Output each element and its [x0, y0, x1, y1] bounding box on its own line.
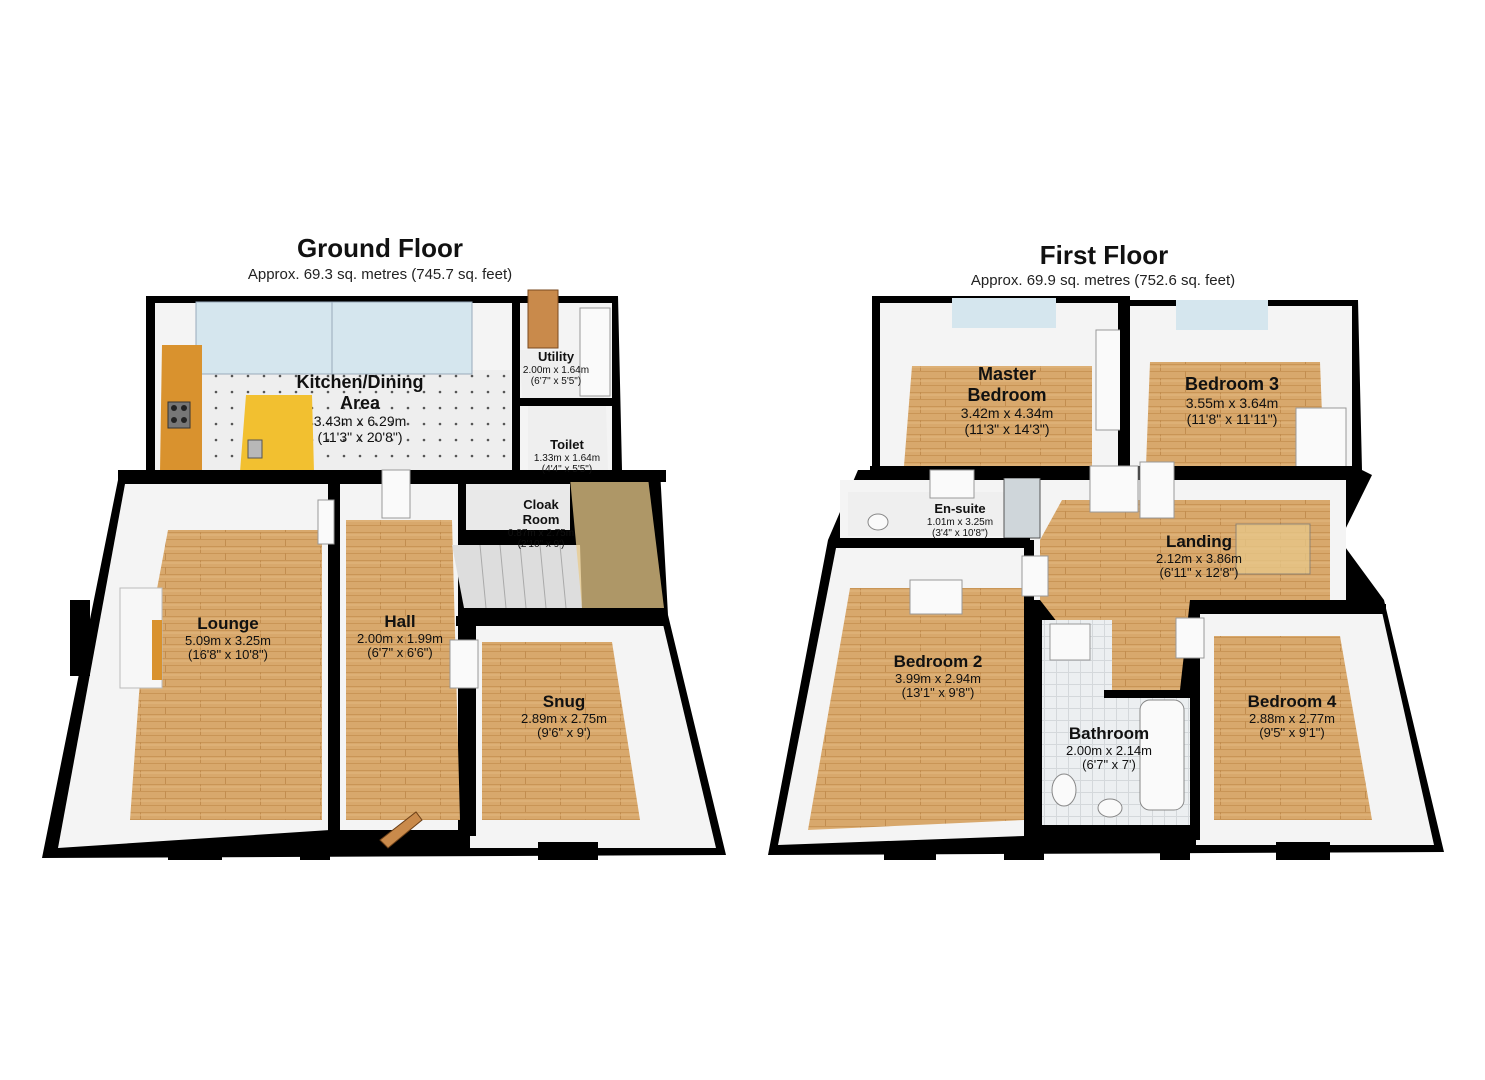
room-label-bathroom: Bathroom 2.00m x 2.14m (6'7" x 7') [1054, 724, 1164, 773]
room-name: Snug [542, 692, 586, 711]
room-metric: 1.01m x 3.25m [926, 516, 994, 528]
room-metric: 2.88m x 2.77m [1249, 710, 1335, 726]
room-name: Bedroom 4 [1247, 692, 1337, 711]
room-label-toilet: Toilet 1.33m x 1.64m (4'4" x 5'5") [522, 437, 612, 476]
room-metric: 0.87m x 2.75m [507, 527, 575, 539]
ground-floor-plan [42, 289, 726, 860]
lounge-floor [130, 530, 322, 820]
kitchen-patio-window-2 [331, 301, 473, 375]
snug-floor [482, 642, 640, 820]
cloak-room-floor [466, 484, 570, 530]
room-label-master-bedroom: Master Bedroom 3.42m x 4.34m (11'3" x 14… [932, 364, 1082, 438]
room-name: Master [977, 364, 1037, 384]
room-label-snug: Snug 2.89m x 2.75m (9'6" x 9') [494, 692, 634, 741]
first-floor-plan [768, 296, 1444, 860]
room-imperial: (6'11" x 12'8") [1159, 565, 1239, 581]
room-imperial: (13'1" x 9'8") [901, 685, 975, 701]
bedroom3-window [1176, 300, 1268, 330]
room-imperial: (4'4" x 5'5") [541, 464, 593, 476]
kitchen-patio-window-1 [195, 301, 333, 375]
room-imperial: (11'3" x 14'3") [964, 421, 1050, 438]
room-metric: 2.00m x 1.99m [357, 630, 443, 646]
first-floor-title: First Floor [1039, 240, 1169, 270]
room-imperial: (9'6" x 9') [537, 725, 591, 741]
hob-icon [167, 401, 191, 429]
room-label-hall: Hall 2.00m x 1.99m (6'7" x 6'6") [330, 612, 470, 661]
room-imperial: (9'5" x 9'1") [1259, 725, 1325, 741]
room-label-kitchen: Kitchen/Dining Area 3.43m x 6.29m (11'3"… [270, 372, 450, 446]
room-name: Bedroom [967, 384, 1047, 405]
room-imperial: (16'8" x 10'8") [188, 647, 268, 663]
room-metric: 3.99m x 2.94m [895, 670, 981, 686]
room-metric: 2.00m x 1.64m [522, 364, 590, 376]
room-name: Cloak [523, 497, 559, 512]
room-imperial: (6'7" x 5'5") [530, 376, 582, 388]
room-name: Utility [537, 349, 575, 364]
room-metric: 2.00m x 2.14m [1066, 742, 1152, 758]
room-metric: 3.55m x 3.64m [1185, 394, 1279, 411]
room-label-lounge: Lounge 5.09m x 3.25m (16'8" x 10'8") [158, 614, 298, 663]
front-door [379, 811, 423, 849]
room-metric: 5.09m x 3.25m [185, 632, 271, 648]
room-imperial: (11'3" x 20'8") [317, 429, 403, 446]
bedroom2-floor [808, 588, 1024, 830]
toilet-icon [1051, 773, 1077, 807]
bedroom4-floor [1214, 636, 1372, 820]
bathtub [1139, 699, 1185, 811]
master-window [952, 298, 1056, 328]
room-name: Landing [1165, 532, 1233, 551]
shower [1003, 477, 1041, 539]
room-name: Lounge [197, 614, 259, 633]
ground-floor-title: Ground Floor [296, 233, 464, 263]
room-label-bedroom-2: Bedroom 2 3.99m x 2.94m (13'1" x 9'8") [868, 652, 1008, 701]
en-suite-toilet-icon [867, 513, 889, 531]
master-bedroom-floor [904, 366, 1092, 466]
room-imperial: (11'8" x 11'11") [1186, 410, 1278, 427]
first-floor-area: Approx. 69.9 sq. metres (752.6 sq. feet) [970, 272, 1236, 289]
room-name: Bathroom [1068, 724, 1150, 743]
room-label-bedroom-4: Bedroom 4 2.88m x 2.77m (9'5" x 9'1") [1222, 692, 1362, 741]
room-name: Bedroom 3 [1184, 374, 1280, 394]
room-label-bedroom-3: Bedroom 3 3.55m x 3.64m (11'8" x 11'11") [1152, 374, 1312, 427]
room-name: En-suite [934, 501, 986, 516]
room-metric: 1.33m x 1.64m [533, 452, 601, 464]
toilet-floor [528, 406, 608, 470]
room-label-utility: Utility 2.00m x 1.64m (6'7" x 5'5") [510, 349, 602, 388]
room-imperial: (6'7" x 6'6") [367, 645, 433, 661]
room-imperial: (2'10" x 9') [517, 539, 565, 551]
room-metric: 2.12m x 3.86m [1156, 550, 1242, 566]
room-metric: 3.43m x 6.29m [313, 413, 407, 430]
room-name: Kitchen/Dining [296, 372, 424, 392]
chimney-breast [70, 600, 90, 676]
master-wardrobe [1095, 329, 1123, 431]
room-imperial: (3'4" x 10'8") [932, 528, 988, 540]
room-label-landing: Landing 2.12m x 3.86m (6'11" x 12'8") [1126, 532, 1272, 581]
room-imperial: (6'7" x 7') [1082, 757, 1136, 773]
room-metric: 2.89m x 2.75m [521, 710, 607, 726]
room-name: Area [339, 392, 381, 413]
utility-cupboard [579, 307, 611, 397]
landing-stairwell [1235, 523, 1311, 575]
room-name: Room [522, 511, 560, 527]
bedroom3-floor [1146, 362, 1324, 466]
sink-icon [247, 439, 263, 459]
bedroom3-wardrobe [1295, 407, 1347, 469]
stairwell-void [570, 478, 664, 608]
room-name: Toilet [550, 437, 584, 452]
ground-floor-area: Approx. 69.3 sq. metres (745.7 sq. feet) [247, 266, 513, 283]
hall-floor [346, 520, 460, 820]
room-label-en-suite: En-suite 1.01m x 3.25m (3'4" x 10'8") [900, 501, 1020, 540]
room-metric: 3.42m x 4.34m [960, 405, 1054, 422]
basin-icon [1097, 798, 1123, 818]
room-name: Bedroom 2 [893, 652, 983, 671]
room-label-cloak-room: Cloak Room 0.87m x 2.75m (2'10" x 9') [496, 497, 586, 551]
room-name: Hall [384, 612, 416, 631]
